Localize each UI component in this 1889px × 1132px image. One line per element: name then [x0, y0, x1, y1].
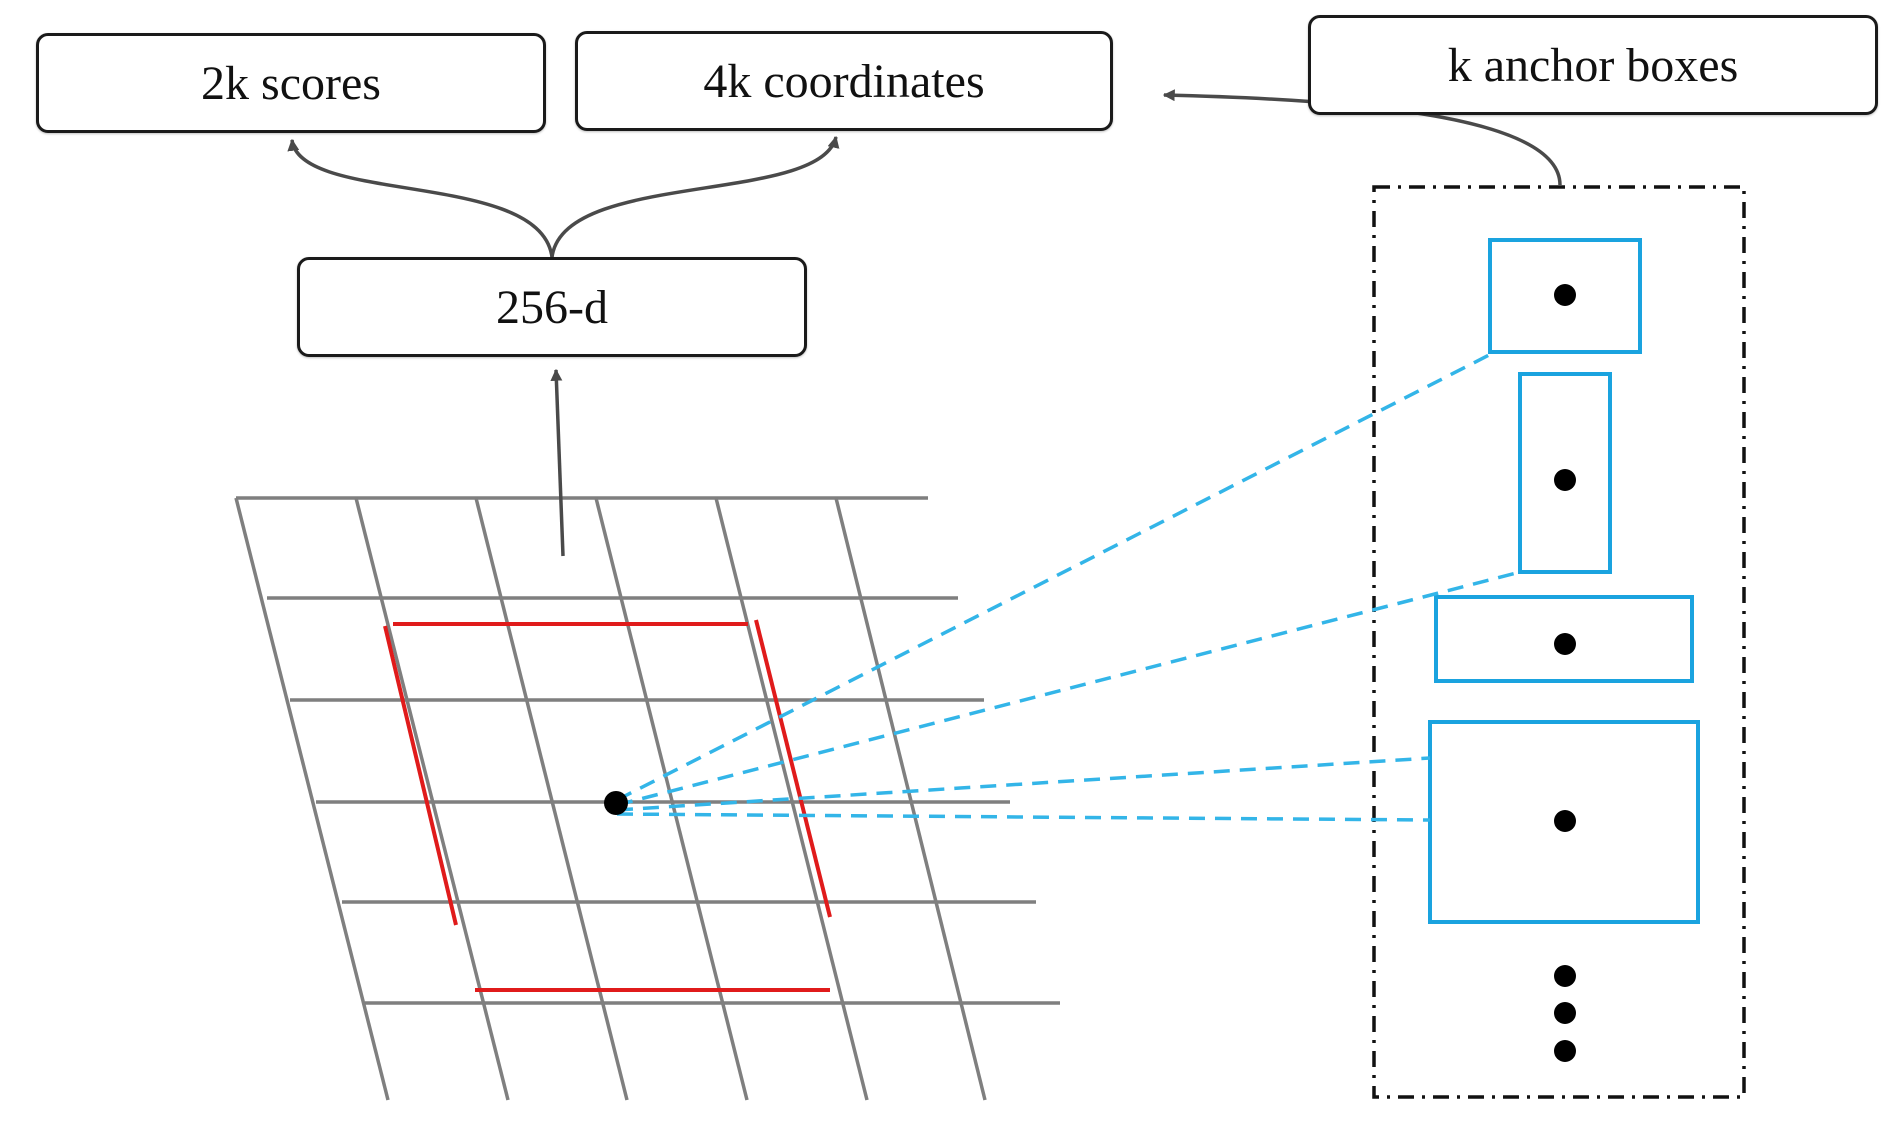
anchor-box-small-square [1488, 238, 1642, 354]
anchor-container [1372, 185, 1746, 1099]
arrow-grid-to-feature [550, 368, 565, 557]
anchor-link [616, 570, 1521, 807]
grid-vertical-line [834, 497, 987, 1101]
arrow-anchors-to-coordinates [1162, 89, 1562, 186]
scores-label: 2k scores [201, 56, 381, 110]
anchor-centers [1554, 284, 1576, 1062]
grid-vertical-line [234, 497, 390, 1101]
arrow-feature-to-scores [287, 138, 554, 258]
feature-label: 256-d [496, 280, 608, 334]
arrow-feature-to-coordinates [550, 135, 840, 258]
grid-vertical-line [354, 497, 510, 1101]
anchor-boxes [1428, 238, 1700, 924]
anchor-link [616, 756, 1431, 812]
window-center-dot [604, 791, 628, 815]
anchor-link [616, 350, 1496, 802]
coordinates-box: 4k coordinates [575, 31, 1113, 131]
arrows [287, 89, 1562, 557]
sliding-window [383, 619, 832, 992]
grid-vertical-line [594, 497, 749, 1101]
anchor-center-dot [1554, 810, 1576, 832]
window-left-edge [383, 625, 458, 926]
anchor-center-dot [1554, 633, 1576, 655]
anchor-box-wide [1434, 595, 1694, 683]
feature-map-grid [234, 496, 1060, 1101]
anchor-box-large [1428, 720, 1700, 924]
anchor-links [616, 350, 1521, 822]
anchor-center-dot [1554, 469, 1576, 491]
feature-vector-box: 256-d [297, 257, 807, 357]
coordinates-label: 4k coordinates [703, 54, 985, 108]
anchor-box-tall [1518, 372, 1612, 574]
ellipsis-dot [1554, 965, 1576, 987]
scores-box: 2k scores [36, 33, 546, 133]
anchor-boxes-box: k anchor boxes [1308, 15, 1878, 115]
anchor-center-dot [1554, 284, 1576, 306]
ellipsis-dot [1554, 1040, 1576, 1062]
grid-vertical-line [714, 497, 869, 1101]
window-right-edge [754, 619, 832, 918]
grid-vertical-line [474, 497, 629, 1101]
anchor-link [616, 812, 1431, 822]
ellipsis-dot [1554, 1002, 1576, 1024]
anchor-boxes-label: k anchor boxes [1447, 38, 1739, 92]
